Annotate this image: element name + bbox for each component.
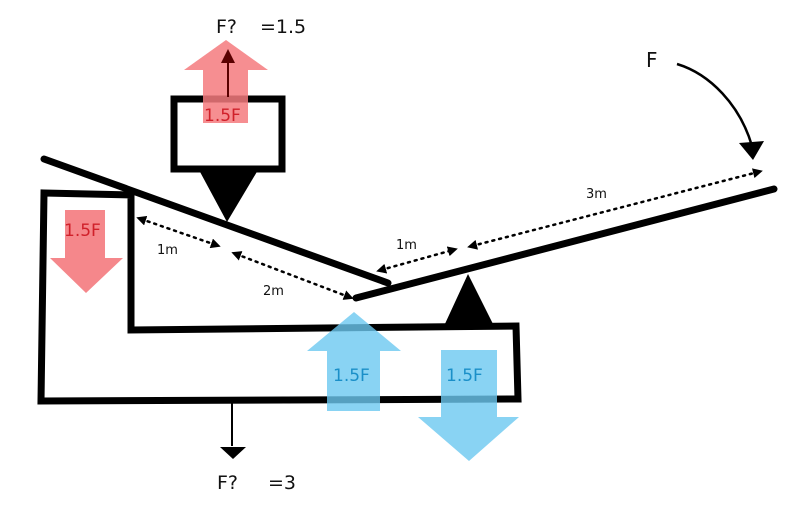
right-pivot-triangle [444,274,494,326]
dim-left-1m-arrow [136,215,221,249]
top-pivot-triangle [199,170,258,222]
blue-up-force-label: 1.5F [333,366,370,386]
top-answer-label: =1.5 [260,16,306,38]
dim-left-2m-arrow [231,251,354,300]
top-red-force-label: 1.5F [204,106,241,126]
right-lever [352,185,778,302]
applied-force-curve [676,62,754,147]
top-question-label: F? [216,16,237,38]
dim-right-3m-arrow [467,168,763,250]
dim-right-1m-arrow [376,246,458,274]
dim-label-left-2m: 2m [263,284,284,299]
dim-label-right-3m: 3m [586,187,607,202]
l-shaped-frame [37,189,522,405]
applied-force-arrowhead-icon [739,141,764,160]
bottom-answer-arrowhead-icon [220,447,246,459]
top-answer-arrowhead-icon [221,49,235,63]
bottom-question-label: F? [217,472,238,494]
blue-up-force-arrow [307,312,401,411]
dim-label-left-1m: 1m [157,243,178,258]
left-red-force-arrow [50,210,123,293]
left-red-force-label: 1.5F [64,221,101,241]
top-red-force-arrow [184,40,268,123]
blue-down-force-arrow [418,350,519,461]
applied-force-label: F [646,48,658,72]
dim-label-right-1m: 1m [396,238,417,253]
bottom-answer-label: =3 [268,472,296,494]
blue-down-force-label: 1.5F [446,366,483,386]
